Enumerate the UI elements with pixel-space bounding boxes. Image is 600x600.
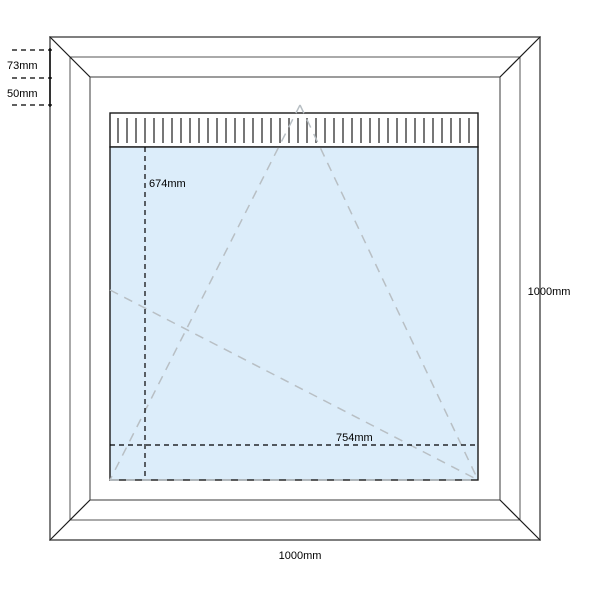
opening-line-tilt-right bbox=[299, 104, 479, 481]
mitre-line-top-left bbox=[49, 36, 91, 78]
mitre-line-bottom-left bbox=[49, 499, 91, 541]
label-overall-width: 1000mm bbox=[279, 550, 322, 562]
label-frame-depth-outer: 73mm bbox=[7, 60, 38, 72]
mitre-line-bottom-right bbox=[499, 499, 541, 541]
tilt-turn-opening-indicator bbox=[109, 104, 479, 481]
ventilation-grille-bars bbox=[117, 118, 470, 143]
label-glass-height: 674mm bbox=[149, 178, 186, 190]
label-glass-width: 754mm bbox=[336, 432, 373, 444]
opening-line-tilt-left bbox=[109, 104, 301, 481]
label-frame-depth-inner: 50mm bbox=[7, 88, 38, 100]
glass-pane bbox=[109, 146, 479, 481]
opening-line-turn-upper bbox=[109, 289, 479, 481]
label-overall-height: 1000mm bbox=[528, 286, 571, 298]
ventilation-grille-housing bbox=[109, 112, 479, 148]
mitre-line-top-right bbox=[499, 36, 541, 78]
